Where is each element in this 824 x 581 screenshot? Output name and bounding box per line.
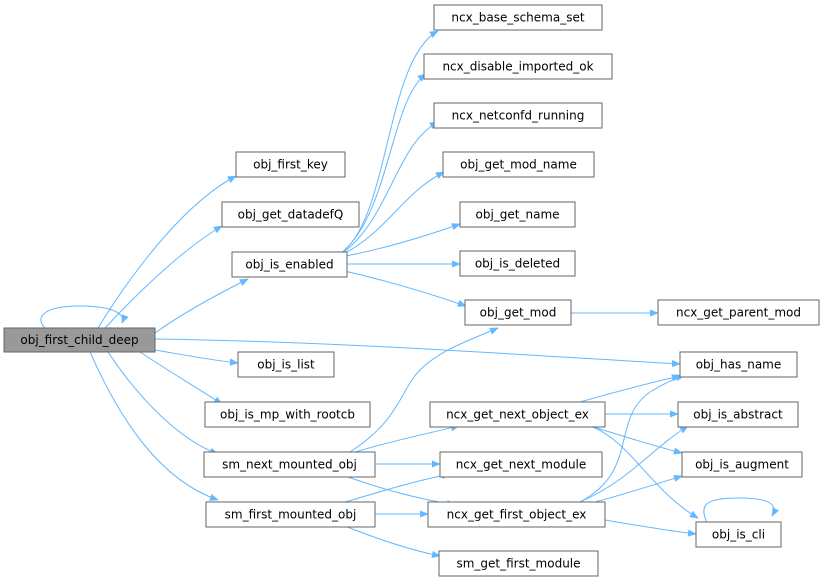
node-label: obj_first_key xyxy=(253,158,328,172)
node-ncx-get-parent-mod[interactable]: ncx_get_parent_mod xyxy=(657,299,820,326)
edge-en-disable-imported xyxy=(339,73,427,255)
edge-root-first-key xyxy=(97,175,237,329)
node-label: ncx_netconfd_running xyxy=(452,109,585,123)
node-label: sm_first_mounted_obj xyxy=(225,508,357,522)
node-label: sm_get_first_module xyxy=(456,557,580,571)
nodes: obj_first_child_deep obj_first_key obj_g… xyxy=(3,4,820,577)
edge-en-get-name xyxy=(339,223,461,258)
node-obj-is-abstract[interactable]: obj_is_abstract xyxy=(677,401,799,428)
edge-root-is-enabled xyxy=(154,278,249,334)
node-label: ncx_get_next_object_ex xyxy=(446,408,589,422)
node-ncx-get-next-module[interactable]: ncx_get_next_module xyxy=(439,451,603,478)
node-label: ncx_get_next_module xyxy=(456,458,587,472)
node-label: obj_get_datadefQ xyxy=(238,208,344,222)
node-label: ncx_disable_imported_ok xyxy=(442,60,593,74)
node-ncx-base-schema-set[interactable]: ncx_base_schema_set xyxy=(433,4,603,31)
node-ncx-disable-imported-ok[interactable]: ncx_disable_imported_ok xyxy=(423,53,613,80)
node-obj-first-child-deep[interactable]: obj_first_child_deep xyxy=(3,327,156,353)
edge-root-sm-next xyxy=(107,351,219,455)
node-obj-is-augment[interactable]: obj_is_augment xyxy=(681,451,803,478)
node-obj-is-list[interactable]: obj_is_list xyxy=(237,351,335,378)
edge-nextobj-augment xyxy=(589,425,683,455)
node-label: obj_first_child_deep xyxy=(20,333,138,347)
edge-root-sm-first xyxy=(89,351,219,501)
edge-iscli-self xyxy=(703,497,780,526)
node-obj-get-name[interactable]: obj_get_name xyxy=(459,201,576,228)
node-obj-is-enabled[interactable]: obj_is_enabled xyxy=(231,251,348,278)
node-obj-is-deleted[interactable]: obj_is_deleted xyxy=(459,250,576,277)
node-label: obj_is_cli xyxy=(712,528,765,542)
node-ncx-get-first-object-ex[interactable]: ncx_get_first_object_ex xyxy=(427,501,606,528)
edge-firstobj-abstract xyxy=(579,425,689,503)
edge-smf-next-module xyxy=(344,472,451,503)
edge-smn-first-object xyxy=(344,475,456,508)
node-label: obj_has_name xyxy=(696,358,782,372)
edges xyxy=(40,30,780,558)
node-label: obj_get_mod xyxy=(480,306,557,320)
edge-smn-next-object xyxy=(354,424,460,453)
edge-smf-sm-first-module xyxy=(344,525,441,558)
node-sm-get-first-module[interactable]: sm_get_first_module xyxy=(438,550,599,577)
edge-smn-get-mod xyxy=(349,327,499,453)
node-obj-is-cli[interactable]: obj_is_cli xyxy=(695,521,782,548)
edge-root-get-datadefq xyxy=(104,225,223,329)
node-ncx-netconfd-running[interactable]: ncx_netconfd_running xyxy=(433,102,603,129)
node-label: obj_get_name xyxy=(475,208,559,222)
node-label: obj_is_abstract xyxy=(693,408,783,422)
node-obj-get-mod[interactable]: obj_get_mod xyxy=(464,299,572,326)
node-obj-has-name[interactable]: obj_has_name xyxy=(679,351,798,378)
node-label: obj_is_augment xyxy=(695,458,789,472)
edge-firstobj-is-cli xyxy=(604,519,697,537)
edge-root-is-list xyxy=(154,349,239,366)
node-obj-get-mod-name[interactable]: obj_get_mod_name xyxy=(442,151,595,178)
node-sm-first-mounted-obj[interactable]: sm_first_mounted_obj xyxy=(205,501,376,528)
edge-firstobj-augment xyxy=(594,474,683,503)
edge-root-self xyxy=(40,305,129,329)
node-ncx-get-next-object-ex[interactable]: ncx_get_next_object_ex xyxy=(429,401,606,428)
node-label: sm_next_mounted_obj xyxy=(222,458,357,472)
node-label: obj_is_mp_with_rootcb xyxy=(220,408,355,422)
node-label: obj_is_enabled xyxy=(245,258,333,272)
edge-firstobj-has-name xyxy=(579,374,685,503)
edge-en-get-mod xyxy=(339,269,467,307)
edge-en-netconfd xyxy=(339,121,439,256)
node-label: ncx_base_schema_set xyxy=(451,11,584,25)
node-obj-get-datadefq[interactable]: obj_get_datadefQ xyxy=(221,201,360,228)
node-obj-first-key[interactable]: obj_first_key xyxy=(235,151,346,178)
edge-nextobj-is-cli xyxy=(589,425,699,519)
node-label: ncx_get_first_object_ex xyxy=(447,508,587,522)
node-label: obj_is_list xyxy=(257,358,315,372)
edge-nextobj-has-name xyxy=(579,374,681,403)
node-label: obj_get_mod_name xyxy=(460,158,577,172)
edge-root-has-name xyxy=(154,338,681,368)
edge-root-is-mp xyxy=(139,351,223,405)
node-label: ncx_get_parent_mod xyxy=(676,306,801,320)
node-obj-is-mp-with-rootcb[interactable]: obj_is_mp_with_rootcb xyxy=(204,401,371,428)
node-sm-next-mounted-obj[interactable]: sm_next_mounted_obj xyxy=(203,451,376,478)
edge-en-mod-name xyxy=(339,171,445,257)
node-label: obj_is_deleted xyxy=(475,257,560,271)
